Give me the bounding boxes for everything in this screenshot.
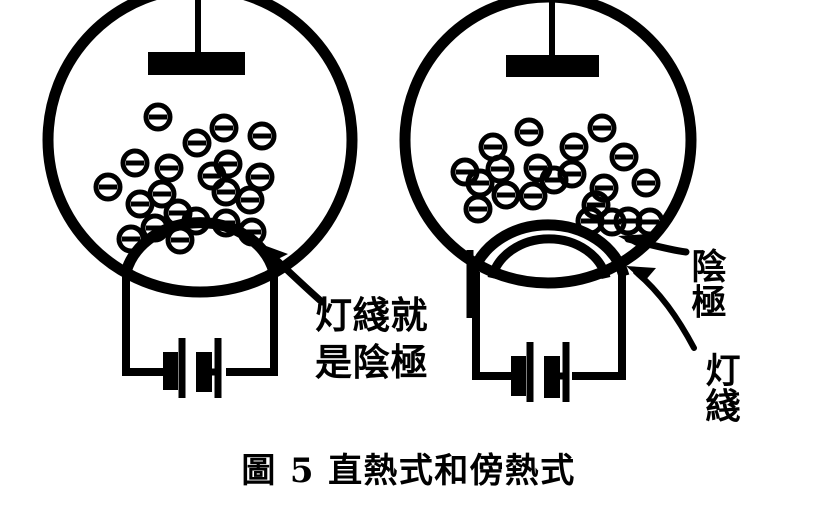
arrow-to-left-filament bbox=[258, 243, 326, 306]
arrow-to-heater-filament bbox=[626, 266, 697, 351]
heater-filament-arc-right bbox=[487, 234, 611, 280]
plate-anode-left bbox=[148, 52, 245, 75]
label-cathode: 陰極 bbox=[685, 248, 726, 320]
pointer-arrows bbox=[258, 234, 697, 351]
arrow-to-cathode-sleeve bbox=[618, 234, 690, 256]
tube-envelope-left bbox=[42, 0, 358, 298]
tube-indirect-heated bbox=[399, 0, 697, 402]
tube-direct-heated bbox=[42, 0, 358, 398]
electron-cloud-right bbox=[450, 113, 665, 237]
plate-anode-right bbox=[506, 55, 599, 77]
tube-envelope-right bbox=[399, 0, 697, 289]
figure-caption: 圖 5 直熱式和傍熱式 bbox=[241, 451, 576, 491]
tube-base-right bbox=[472, 272, 626, 380]
battery-right bbox=[511, 342, 570, 402]
electron-cloud-left bbox=[93, 102, 277, 255]
label-filament-is-cathode: 灯綫就 是陰極 bbox=[315, 294, 429, 385]
cathode-sleeve-arc-right bbox=[466, 219, 630, 278]
label-filament: 灯綫 bbox=[699, 352, 740, 424]
tube-base-left bbox=[122, 268, 278, 376]
battery-left bbox=[163, 338, 222, 398]
